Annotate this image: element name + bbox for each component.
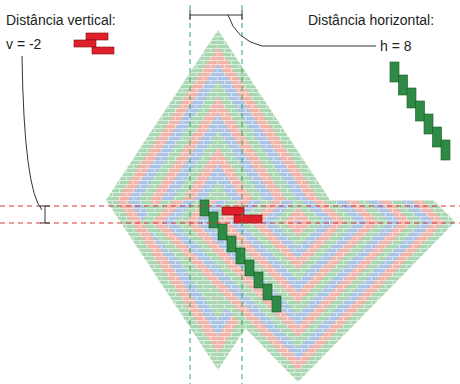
green-brick xyxy=(218,224,227,240)
green-brick xyxy=(416,101,425,121)
green-brick xyxy=(245,260,254,276)
green-brick xyxy=(433,127,442,147)
red-brick xyxy=(92,47,114,54)
green-brick xyxy=(236,248,245,264)
dimension-value: h = 8 xyxy=(378,38,414,55)
green-brick xyxy=(441,140,450,160)
green-brick xyxy=(209,212,218,228)
guide-lines xyxy=(0,5,460,384)
green-brick xyxy=(424,114,433,134)
green-brick xyxy=(263,284,272,300)
green-brick xyxy=(254,272,263,288)
green-brick xyxy=(407,88,416,108)
red-brick xyxy=(86,33,108,40)
green-brick xyxy=(399,75,408,95)
green-brick xyxy=(200,200,209,216)
dimension-value: v = -2 xyxy=(4,36,43,53)
red-staircase-icon xyxy=(74,33,114,54)
green-brick xyxy=(272,296,281,312)
green-brick xyxy=(227,236,236,252)
dimension-brackets xyxy=(22,10,376,223)
green-brick xyxy=(390,62,399,82)
brick-texture xyxy=(105,25,460,384)
axis-heading: Distância horizontal: xyxy=(306,12,436,29)
green-staircase-icon xyxy=(390,62,450,160)
red-brick xyxy=(74,40,96,47)
axis-heading: Distância vertical: xyxy=(4,12,118,29)
green-diagonal-run xyxy=(200,200,281,312)
